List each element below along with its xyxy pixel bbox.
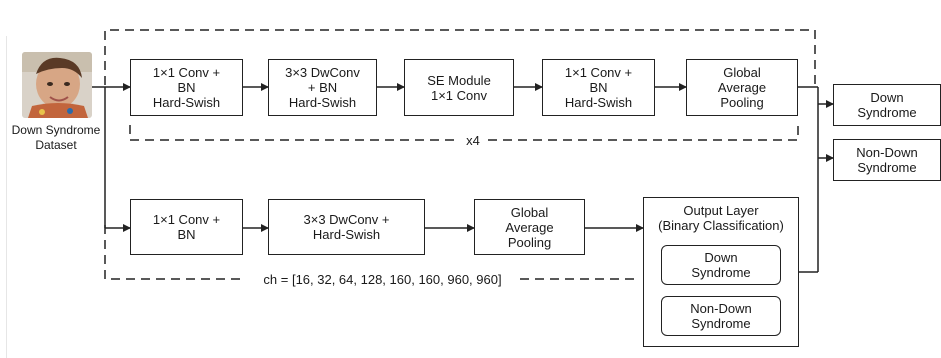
result-down-syndrome: Down Syndrome <box>833 84 941 126</box>
top-global-pooling-block: Global Average Pooling <box>686 59 798 116</box>
result-non-down-syndrome: Non-Down Syndrome <box>833 139 941 181</box>
bottom-conv1x1-block: 1×1 Conv + BN <box>130 199 243 255</box>
output-class-non-down: Non-Down Syndrome <box>661 296 781 336</box>
output-layer-title: Output Layer (Binary Classification) <box>643 203 799 233</box>
repeat-label: x4 <box>458 133 488 148</box>
top-se-module-block: SE Module 1×1 Conv <box>404 59 514 116</box>
bottom-dwconv-block: 3×3 DwConv + Hard-Swish <box>268 199 425 255</box>
channels-label: ch = [16, 32, 64, 128, 160, 160, 960, 96… <box>245 272 520 287</box>
top-conv1x1-second-block: 1×1 Conv + BN Hard-Swish <box>542 59 655 116</box>
top-dwconv-block: 3×3 DwConv + BN Hard-Swish <box>268 59 377 116</box>
output-class-down: Down Syndrome <box>661 245 781 285</box>
input-label: Down Syndrome Dataset <box>0 123 112 153</box>
bottom-global-pooling-block: Global Average Pooling <box>474 199 585 255</box>
top-conv1x1-block: 1×1 Conv + BN Hard-Swish <box>130 59 243 116</box>
child-photo <box>22 52 92 118</box>
